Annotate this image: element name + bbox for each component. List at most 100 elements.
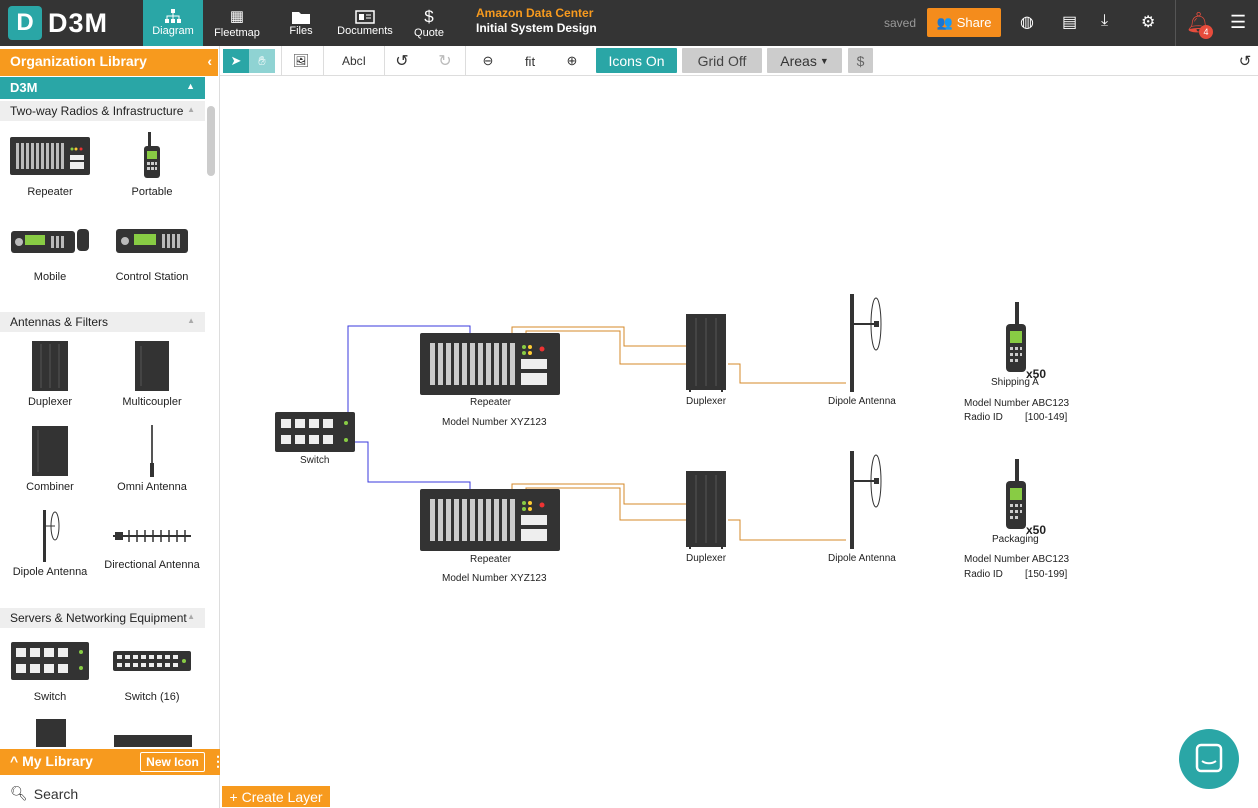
duplexer-label: Duplexer bbox=[686, 396, 727, 407]
library-item-dipole-antenna[interactable]: Dipole Antenna bbox=[0, 506, 100, 578]
new-icon-button[interactable]: New Icon bbox=[140, 752, 205, 772]
text-tool-label: Abc bbox=[341, 54, 363, 68]
link-switch-repeater-top[interactable] bbox=[347, 325, 471, 422]
divider bbox=[281, 46, 282, 76]
library-item-portable[interactable]: Portable bbox=[102, 126, 202, 198]
icons-toggle[interactable]: Icons On bbox=[596, 48, 677, 73]
diagram-canvas[interactable]: Switch Repeater Model Number XYZ123 Repe… bbox=[220, 76, 1258, 808]
nav-documents[interactable]: Documents bbox=[334, 0, 396, 46]
share-button[interactable]: 👥 Share bbox=[927, 8, 1001, 37]
menu-icon[interactable]: ☰ bbox=[1230, 12, 1247, 32]
insert-image-button[interactable]: 🖼︎ bbox=[288, 49, 314, 73]
library-search[interactable]: 🔍︎ Search bbox=[0, 779, 220, 808]
link-repeater-duplexer-1[interactable] bbox=[511, 326, 686, 347]
collapse-icon[interactable]: ▲ bbox=[187, 612, 195, 621]
library-item-label: Switch (16) bbox=[124, 691, 180, 703]
repeater-model: XYZ123 bbox=[510, 573, 547, 584]
switch-node[interactable] bbox=[275, 412, 355, 452]
gear-icon[interactable]: ⚙ bbox=[1141, 14, 1156, 31]
project-customer: Amazon Data Center bbox=[476, 6, 594, 20]
zoom-out-button[interactable]: ⊖ bbox=[476, 49, 500, 73]
library-item-switch-16[interactable]: Switch (16) bbox=[102, 631, 202, 703]
portable-radio-node-a[interactable] bbox=[1004, 302, 1028, 374]
collapse-icon[interactable]: ▲ bbox=[187, 105, 195, 114]
nav-fleetmap[interactable]: ▦ Fleetmap bbox=[206, 0, 268, 46]
repeater-node-top[interactable] bbox=[420, 333, 560, 395]
divider bbox=[384, 46, 385, 76]
library-item-omni-antenna[interactable]: Omni Antenna bbox=[102, 421, 202, 493]
download-icon[interactable]: ⤓ bbox=[1101, 12, 1109, 29]
redo-button[interactable]: ↻ bbox=[433, 49, 457, 73]
grid-toggle[interactable]: Grid Off bbox=[682, 48, 762, 73]
library-item-mobile[interactable]: Mobile bbox=[0, 211, 100, 283]
app-logo[interactable]: D D3M bbox=[0, 0, 142, 46]
undo-button[interactable]: ↺ bbox=[390, 49, 414, 73]
radio-model: ABC123 bbox=[1031, 554, 1070, 565]
chat-launcher-button[interactable] bbox=[1179, 729, 1239, 789]
library-item-control-station[interactable]: Control Station bbox=[102, 211, 202, 283]
radio-group-name: Packaging bbox=[992, 534, 1039, 545]
library-name: D3M bbox=[10, 80, 38, 95]
library-item-label: Portable bbox=[131, 186, 173, 198]
nav-quote[interactable]: $ Quote bbox=[406, 0, 452, 46]
library-item-repeater[interactable]: Repeater bbox=[0, 126, 100, 198]
search-input[interactable]: Search bbox=[33, 785, 79, 802]
repeater-node-bottom[interactable] bbox=[420, 489, 560, 551]
fit-button[interactable]: fit bbox=[524, 53, 536, 69]
pointer-icon: ➤ bbox=[230, 53, 242, 68]
pointer-tool-button[interactable]: ➤ bbox=[223, 49, 249, 73]
dollar-icon: $ bbox=[424, 6, 434, 26]
duplexer-node-top[interactable] bbox=[686, 314, 726, 392]
library-item-directional-antenna[interactable]: Directional Antenna bbox=[102, 506, 202, 571]
nav-files[interactable]: Files bbox=[276, 0, 326, 46]
repeater-label: Repeater bbox=[470, 397, 512, 408]
portable-radio-node-b[interactable] bbox=[1004, 459, 1028, 531]
my-library-title: My Library bbox=[22, 753, 93, 769]
section-antennas-filters[interactable]: Antennas & Filters▲ bbox=[0, 312, 205, 332]
link-duplexer-antenna-bottom[interactable] bbox=[728, 519, 846, 541]
dipole-antenna-node-top[interactable] bbox=[846, 294, 886, 392]
link-repeater-duplexer-4[interactable] bbox=[525, 487, 686, 521]
section-servers-networking[interactable]: Servers & Networking Equipment▲ bbox=[0, 608, 205, 628]
link-duplexer-antenna-top[interactable] bbox=[728, 363, 846, 384]
mobile-radio-icon bbox=[11, 229, 89, 253]
collapse-icon[interactable]: ▲ bbox=[186, 81, 195, 91]
grid-icon: ▦ bbox=[229, 7, 245, 25]
rack-icon[interactable] bbox=[114, 735, 192, 747]
collapse-icon[interactable]: ▲ bbox=[187, 316, 195, 325]
create-layer-button[interactable]: + Create Layer bbox=[222, 786, 330, 807]
areas-dropdown[interactable]: Areas▼ bbox=[767, 48, 842, 73]
server-icon[interactable] bbox=[36, 719, 66, 747]
chevron-left-icon[interactable]: ‹ bbox=[207, 53, 212, 69]
duplexer-label: Duplexer bbox=[686, 553, 727, 564]
search-icon: 🔍︎ bbox=[10, 785, 28, 801]
hand-icon: ✋︎ bbox=[258, 53, 266, 68]
library-item-switch[interactable]: Switch bbox=[0, 631, 100, 703]
library-d3m-header[interactable]: D3M ▲ bbox=[0, 77, 205, 99]
pricing-toggle[interactable]: $ bbox=[848, 48, 873, 73]
model-number-label: Model Number bbox=[442, 417, 508, 428]
zoom-in-button[interactable]: ⊕ bbox=[560, 49, 584, 73]
notification-badge: 4 bbox=[1199, 25, 1213, 39]
library-item-combiner[interactable]: Combiner bbox=[0, 421, 100, 493]
sidebar-scrollbar[interactable] bbox=[207, 106, 215, 176]
history-button[interactable]: ↺ bbox=[1234, 49, 1256, 73]
pan-tool-button[interactable]: ✋︎ bbox=[249, 49, 275, 73]
library-sidebar: Organization Library ‹ D3M ▲ Two-way Rad… bbox=[0, 46, 225, 808]
nav-diagram[interactable]: Diagram bbox=[143, 0, 203, 46]
link-repeater-duplexer-3[interactable] bbox=[511, 483, 686, 505]
areas-label: Areas bbox=[780, 52, 817, 69]
link-switch-repeater-bottom[interactable] bbox=[348, 441, 471, 490]
visibility-off-icon[interactable]: ◍ bbox=[1020, 14, 1034, 31]
dipole-antenna-node-bottom[interactable] bbox=[846, 451, 886, 549]
library-item-duplexer[interactable]: Duplexer bbox=[0, 336, 100, 408]
organization-library-header[interactable]: Organization Library ‹ bbox=[0, 49, 218, 76]
duplexer-node-bottom[interactable] bbox=[686, 471, 726, 549]
book-icon[interactable]: ▤ bbox=[1062, 14, 1078, 31]
section-two-way-radios[interactable]: Two-way Radios & Infrastructure▲ bbox=[0, 101, 205, 121]
library-item-multicoupler[interactable]: Multicoupler bbox=[102, 336, 202, 408]
link-repeater-duplexer-2[interactable] bbox=[525, 330, 686, 365]
radio-quantity: x50 bbox=[1026, 367, 1047, 381]
my-library-header[interactable]: ^ My Library New Icon ⋮ bbox=[0, 749, 225, 775]
